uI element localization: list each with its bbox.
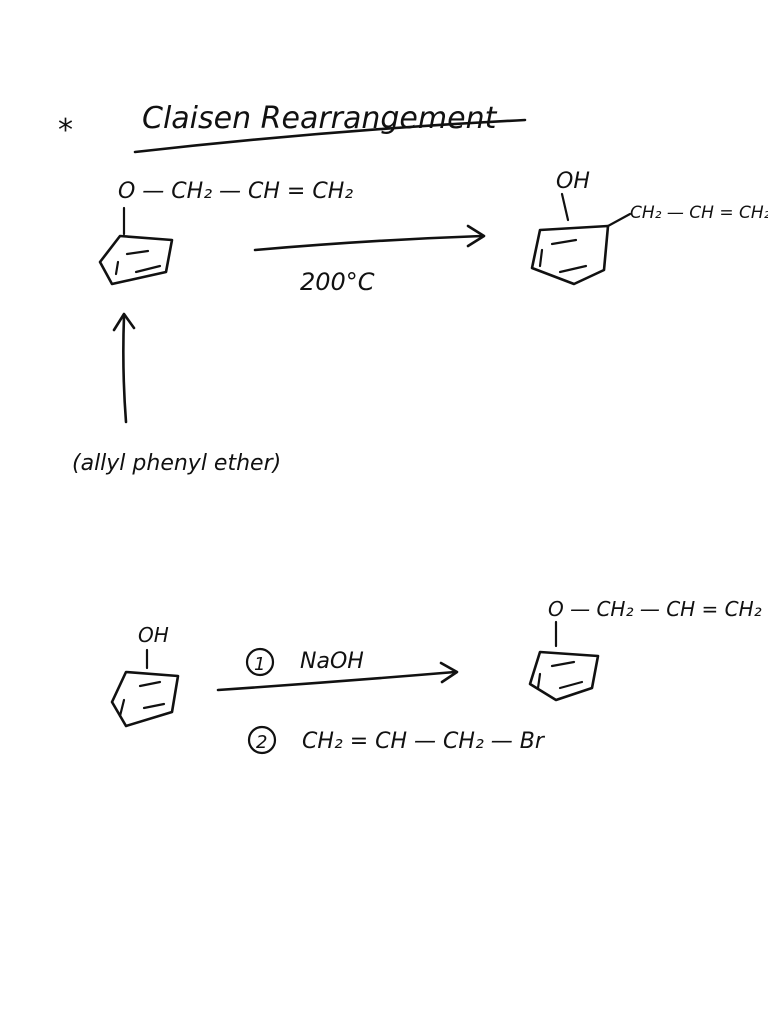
svg-text:1: 1 <box>254 654 265 675</box>
reaction1-arrow <box>253 224 486 252</box>
step1-marker: 1 <box>245 647 275 677</box>
product1-oh-bond <box>560 192 570 222</box>
reactant1-substituent: O — CH₂ — CH = CH₂ <box>118 179 353 204</box>
heading-underline <box>133 118 527 154</box>
product2-substituent: O — CH₂ — CH = CH₂ <box>548 597 762 621</box>
caption-arrow <box>112 312 136 424</box>
reactant2-oh: OH <box>138 623 169 647</box>
reactant1-caption: (allyl phenyl ether) <box>72 451 281 476</box>
reaction2-step1: NaOH <box>300 649 364 674</box>
product2-benzene-ring <box>528 650 600 702</box>
heading-bullet: * <box>58 113 73 148</box>
product1-benzene-ring <box>530 224 610 286</box>
reaction2-step2: CH₂ = CH — CH₂ — Br <box>302 729 546 754</box>
product1-oh: OH <box>556 169 590 194</box>
heading-title: Claisen Rearrangement <box>142 101 498 136</box>
svg-text:2: 2 <box>256 732 267 753</box>
reactant1-benzene-ring <box>98 234 174 286</box>
reactant2-benzene-ring <box>110 670 180 728</box>
reaction2-arrow <box>216 661 459 692</box>
step2-marker: 2 <box>247 725 277 755</box>
product1-allyl-bond <box>606 212 632 228</box>
product1-substituent: CH₂ — CH = CH₂ <box>630 203 768 223</box>
reaction1-condition: 200°C <box>300 268 375 296</box>
